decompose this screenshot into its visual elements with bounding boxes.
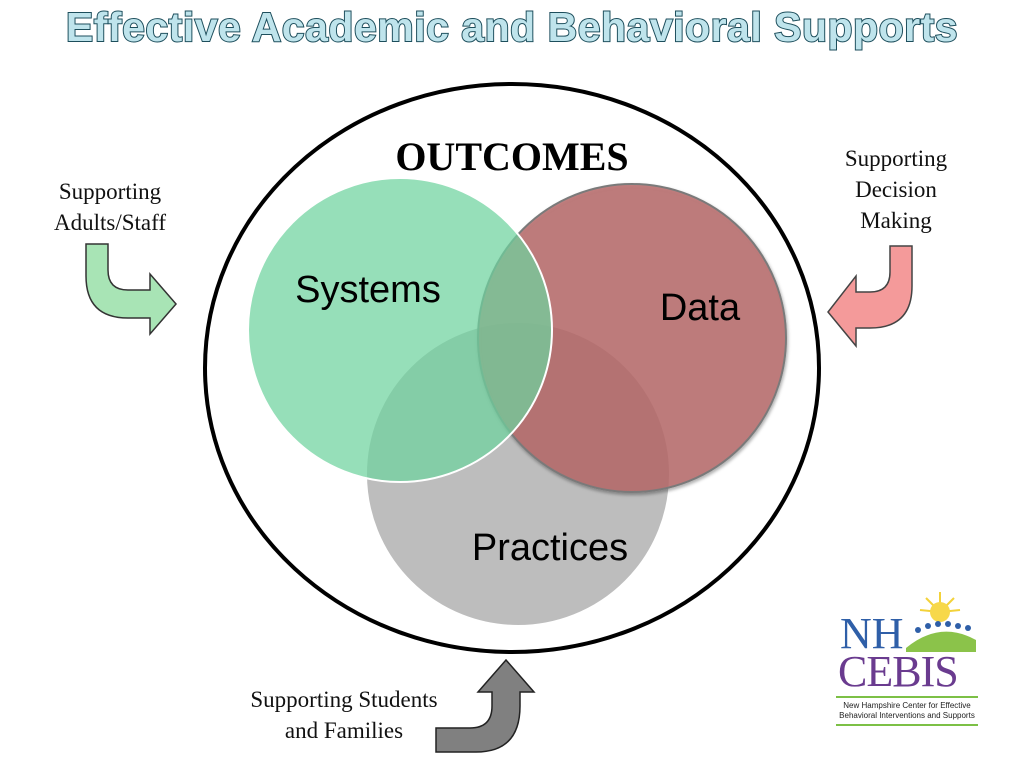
outcomes-circle	[203, 82, 821, 654]
diagram-title: Effective Academic and Behavioral Suppor…	[65, 3, 959, 51]
adults-arrow-icon	[85, 243, 177, 337]
nh-cebis-logo: NH CEBIS New Hampshire Center for Effect…	[836, 590, 978, 730]
logo-caption: New Hampshire Center for Effective Behav…	[836, 696, 978, 726]
outcomes-label: OUTCOMES	[395, 134, 628, 179]
systems-label: Systems	[295, 269, 441, 311]
systems-circle	[247, 177, 553, 483]
logo-cebis-text: CEBIS	[838, 647, 959, 696]
supporting-adults-label: Supporting Adults/Staff	[53, 179, 167, 235]
data-label: Data	[660, 287, 741, 329]
decision-arrow-icon	[827, 245, 913, 349]
supporting-decision-label: Supporting Decision Making	[844, 146, 948, 233]
practices-label: Practices	[472, 527, 628, 569]
logo-nh-text: NH	[840, 609, 904, 658]
students-arrow-icon	[435, 658, 536, 753]
supporting-students-label: Supporting Students and Families	[250, 687, 438, 743]
sun-figures-icon	[906, 592, 976, 652]
